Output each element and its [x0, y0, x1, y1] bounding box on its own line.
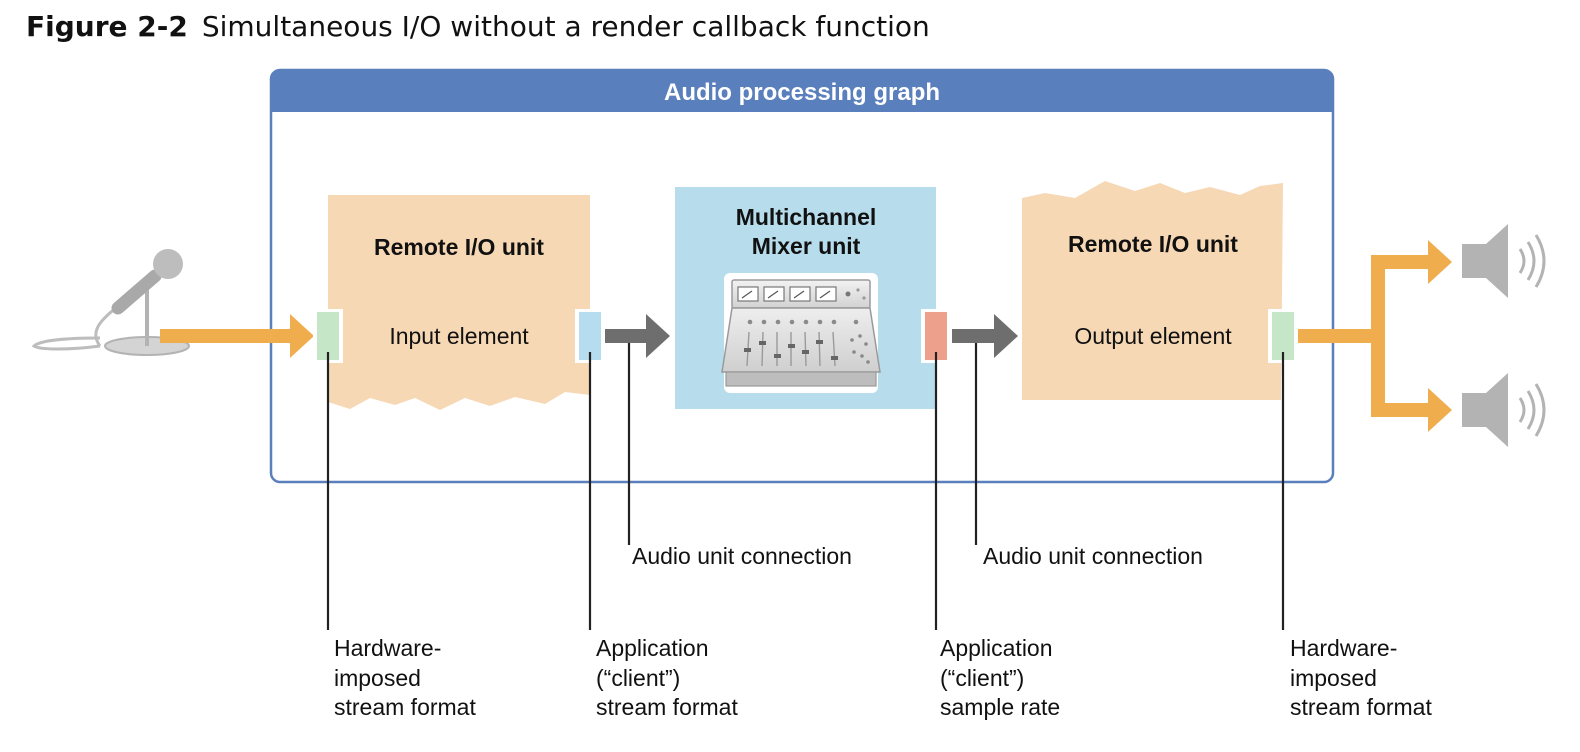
client-rate-line2: (“client”) [940, 665, 1024, 691]
hw-output-port [1272, 312, 1294, 360]
callout-lines [326, 343, 1285, 630]
connection-arrow-1 [604, 314, 670, 358]
input-io-unit: Remote I/O unit Input element [328, 195, 590, 410]
mixing-console-icon [721, 273, 881, 393]
connection-1-label: Audio unit connection [632, 543, 852, 569]
graph-title: Audio processing graph [664, 79, 940, 106]
client-rate-label: Application (“client”) sample rate [940, 635, 1060, 720]
hw-output-format-line2: imposed [1290, 665, 1377, 691]
client-rate-line1: Application [940, 635, 1053, 661]
hw-input-format-line2: imposed [334, 665, 421, 691]
client-format-port [579, 312, 601, 360]
connection-arrow-2 [952, 314, 1018, 358]
hw-input-format-line3: stream format [334, 694, 476, 720]
input-io-unit-body [328, 195, 590, 410]
client-format-label: Application (“client”) stream format [596, 635, 738, 720]
client-format-line3: stream format [596, 694, 738, 720]
connection-2-label: Audio unit connection [983, 543, 1203, 569]
mic-input-arrow [160, 314, 314, 358]
figure-number: Figure 2-2 [26, 10, 188, 43]
hw-output-format-label: Hardware- imposed stream format [1290, 635, 1432, 720]
graph-header [271, 70, 1333, 112]
output-io-unit-title: Remote I/O unit [1068, 231, 1238, 257]
client-format-line2: (“client”) [596, 665, 680, 691]
speaker-icon-bottom [1462, 373, 1546, 447]
speaker-output-arrow [1297, 240, 1452, 432]
output-io-unit-body [1022, 181, 1283, 400]
output-element-label: Output element [1074, 323, 1232, 349]
client-rate-port [925, 312, 947, 360]
figure-title: Simultaneous I/O without a render callba… [201, 10, 930, 43]
figure-caption: Figure 2-2 Simultaneous I/O without a ren… [26, 10, 930, 43]
ports [313, 309, 1298, 363]
hw-input-port [317, 312, 339, 360]
hw-input-format-line1: Hardware- [334, 635, 441, 661]
output-io-unit: Remote I/O unit Output element [1022, 181, 1283, 400]
hw-output-format-line3: stream format [1290, 694, 1432, 720]
mixer-unit-title-line2: Mixer unit [752, 233, 861, 259]
client-rate-line3: sample rate [940, 694, 1060, 720]
client-format-line1: Application [596, 635, 709, 661]
hw-output-format-line1: Hardware- [1290, 635, 1397, 661]
hw-input-format-label: Hardware- imposed stream format [334, 635, 476, 720]
speaker-icon-top [1462, 224, 1546, 298]
mixer-unit-title-line1: Multichannel [736, 204, 877, 230]
mixer-unit: Multichannel Mixer unit [675, 187, 936, 409]
input-element-label: Input element [389, 323, 529, 349]
input-io-unit-title: Remote I/O unit [374, 234, 544, 260]
